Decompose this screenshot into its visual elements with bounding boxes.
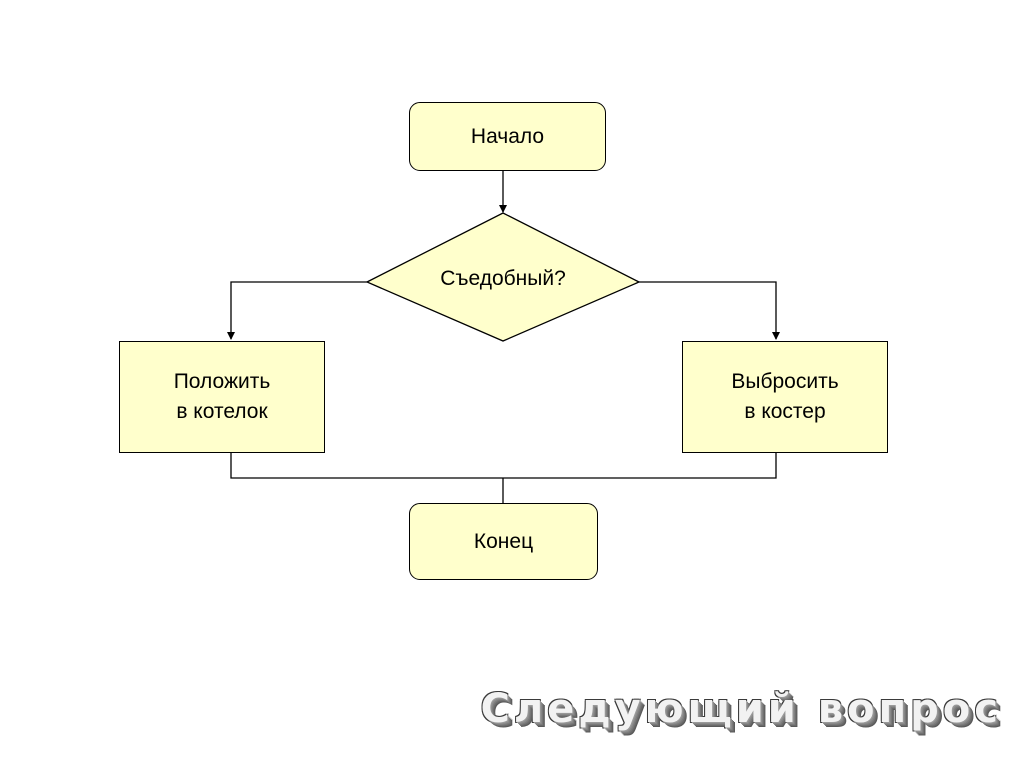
start-node: Начало: [409, 102, 606, 171]
connector-decision-to-left: [227, 281, 367, 340]
right-action-node: Выбросить в костер: [682, 341, 888, 453]
connector-decision-to-right: [639, 281, 780, 340]
start-node-label: Начало: [470, 124, 545, 148]
end-node-label: Конец: [473, 529, 534, 553]
next-question-button[interactable]: Следующий вопрос: [480, 686, 1002, 732]
right-action-line-2: в костер: [744, 400, 826, 423]
decision-diamond: [365, 212, 641, 342]
right-action-line-1: Выбросить: [731, 370, 839, 393]
left-action-line-1: Положить: [173, 370, 271, 393]
connector-right-to-merge: [503, 452, 777, 479]
left-action-node: Положить в котелок: [119, 341, 325, 453]
left-action-line-2: в котелок: [176, 400, 268, 423]
end-node: Конец: [409, 503, 598, 580]
decision-node-label: Съедобный?: [440, 267, 566, 290]
connector-left-to-merge: [230, 452, 503, 479]
decision-node-label-wrap: Съедобный?: [367, 262, 639, 296]
